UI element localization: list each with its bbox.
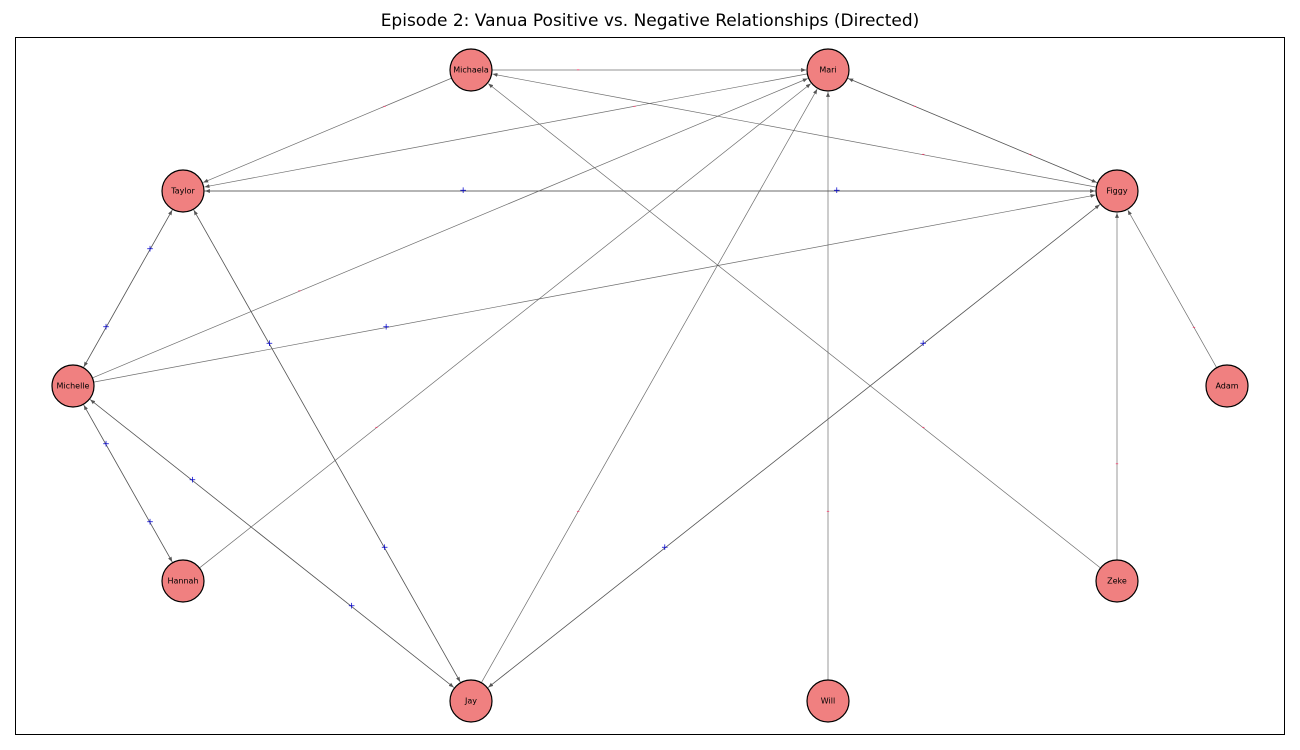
node-label-will: Will xyxy=(821,697,835,706)
edge-jay-to-michelle xyxy=(90,399,455,689)
node-label-michaela: Michaela xyxy=(453,66,489,75)
edge-label-adam-to-figgy: - xyxy=(1192,323,1195,333)
node-jay: Jay xyxy=(449,679,493,723)
plot-frame xyxy=(15,37,1285,735)
node-circle-michelle xyxy=(51,364,95,408)
edge-label-taylor-to-figgy: + xyxy=(459,186,467,196)
edge-adam-to-figgy xyxy=(1127,209,1217,368)
node-circle-taylor xyxy=(161,169,205,213)
edge-label-jay-to-figgy: + xyxy=(661,543,669,553)
node-label-zeke: Zeke xyxy=(1107,577,1127,586)
node-mari: Mari xyxy=(806,48,850,92)
node-circle-adam xyxy=(1205,364,1249,408)
node-will: Will xyxy=(806,679,850,723)
node-label-mari: Mari xyxy=(819,66,836,75)
edge-michelle-to-taylor xyxy=(83,209,173,368)
node-label-michelle: Michelle xyxy=(57,382,90,391)
node-label-figgy: Figgy xyxy=(1106,187,1127,196)
edge-label-zeke-to-michaela: - xyxy=(922,423,925,433)
node-circle-jay xyxy=(449,679,493,723)
edge-figgy-to-mari xyxy=(848,78,1098,184)
edge-label-michaela-to-taylor: - xyxy=(383,101,386,111)
edge-label-hannah-to-michelle: + xyxy=(146,518,154,528)
edge-label-jay-to-taylor: + xyxy=(381,543,389,553)
edge-label-figgy-to-michaela: - xyxy=(922,150,925,160)
node-zeke: Zeke xyxy=(1095,559,1139,603)
edge-label-will-to-mari: - xyxy=(826,507,829,517)
edge-michelle-to-figgy xyxy=(93,194,1096,383)
node-michelle: Michelle xyxy=(51,364,95,408)
edge-label-jay-to-mari: - xyxy=(576,507,579,517)
node-label-adam: Adam xyxy=(1215,382,1238,391)
node-label-hannah: Hannah xyxy=(167,577,198,586)
node-label-taylor: Taylor xyxy=(170,187,195,196)
node-circle-figgy xyxy=(1095,169,1139,213)
node-michaela: Michaela xyxy=(449,48,493,92)
edge-label-figgy-to-taylor: + xyxy=(833,186,841,196)
edge-zeke-to-michaela xyxy=(488,83,1101,569)
node-adam: Adam xyxy=(1205,364,1249,408)
node-circle-mari xyxy=(806,48,850,92)
edge-figgy-to-michaela xyxy=(492,73,1097,188)
edge-label-michelle-to-hannah: + xyxy=(102,440,110,450)
node-circle-zeke xyxy=(1095,559,1139,603)
edge-label-michelle-to-mari: - xyxy=(298,286,301,296)
edge-jay-to-taylor xyxy=(193,209,461,683)
node-circle-michaela xyxy=(449,48,493,92)
node-figgy: Figgy xyxy=(1095,169,1139,213)
edge-label-mari-to-figgy: - xyxy=(913,101,916,111)
edge-label-hannah-to-mari: - xyxy=(375,423,378,433)
edge-hannah-to-mari xyxy=(199,83,811,569)
edge-label-taylor-to-jay: + xyxy=(266,339,274,349)
edge-label-figgy-to-jay: + xyxy=(919,339,927,349)
edge-michaela-to-taylor xyxy=(203,77,452,183)
node-label-jay: Jay xyxy=(464,697,477,706)
edge-label-taylor-to-michelle: + xyxy=(146,245,154,255)
edge-label-jay-to-michelle: + xyxy=(348,602,356,612)
edge-label-michelle-to-taylor: + xyxy=(102,323,110,333)
node-hannah: Hannah xyxy=(161,559,205,603)
edge-michelle-to-mari xyxy=(92,78,808,379)
edge-label-michelle-to-jay: + xyxy=(189,476,197,486)
node-circle-hannah xyxy=(161,559,205,603)
node-taylor: Taylor xyxy=(161,169,205,213)
edge-mari-to-taylor xyxy=(204,73,808,188)
edge-label-michaela-to-mari: - xyxy=(576,65,579,75)
edge-label-mari-to-taylor: - xyxy=(633,101,636,111)
edge-figgy-to-jay xyxy=(488,203,1101,688)
edge-label-michelle-to-figgy: + xyxy=(382,323,390,333)
edge-label-figgy-to-mari: - xyxy=(1029,150,1032,160)
edge-hannah-to-michelle xyxy=(83,404,173,563)
chart-title: Episode 2: Vanua Positive vs. Negative R… xyxy=(380,11,920,31)
edge-label-zeke-to-figgy: - xyxy=(1115,459,1118,469)
node-circle-will xyxy=(806,679,850,723)
edge-jay-to-mari xyxy=(481,88,818,683)
